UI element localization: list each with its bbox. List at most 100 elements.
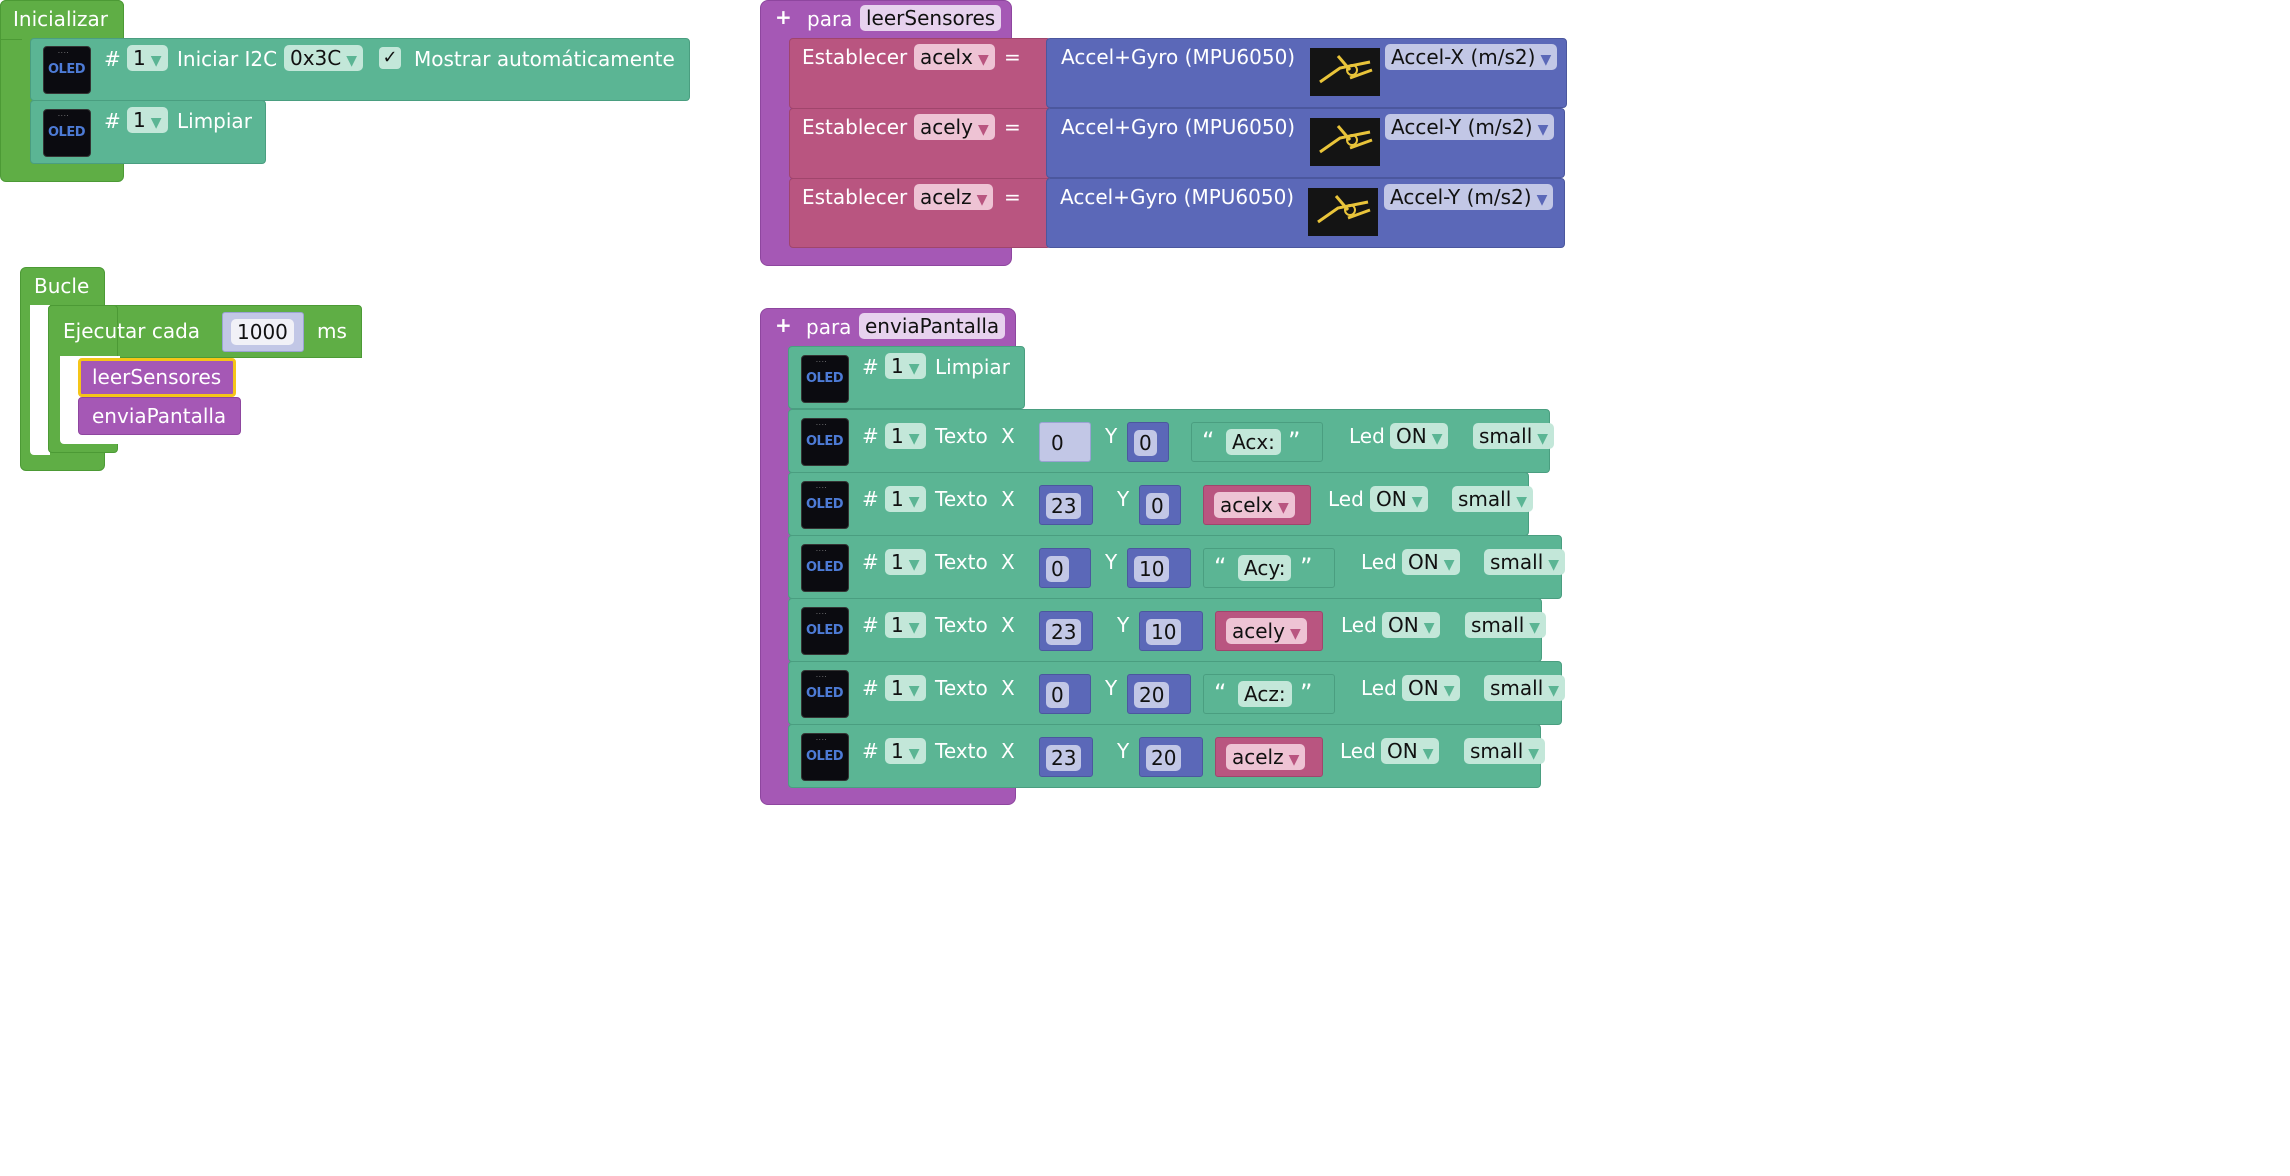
x-slot[interactable]: 0 xyxy=(1039,548,1091,588)
size-dropdown[interactable]: small▼ xyxy=(1464,738,1546,764)
string-value[interactable]: Acy: xyxy=(1238,555,1292,581)
oled-text-block[interactable]: ····OLED # 1▼ Texto X 0 Y 20 “ Acz: ” Le… xyxy=(788,661,1566,725)
string-value[interactable]: Acx: xyxy=(1226,429,1281,455)
texto-label: Texto xyxy=(935,550,988,574)
x-slot[interactable]: 23 xyxy=(1039,485,1093,525)
y-value[interactable]: 10 xyxy=(1134,556,1170,582)
mpu6050-icon xyxy=(1310,48,1380,96)
screen-index-dropdown[interactable]: 1▼ xyxy=(885,353,926,379)
hash-label: # xyxy=(104,109,121,133)
string-block[interactable]: “ Acz: ” xyxy=(1203,674,1335,714)
y-value[interactable]: 10 xyxy=(1146,619,1182,645)
oled-clear-block[interactable]: ····OLED # 1▼ Limpiar xyxy=(788,346,1025,409)
led-dropdown[interactable]: ON▼ xyxy=(1402,549,1461,575)
procedure-plus-icon[interactable]: + xyxy=(775,5,792,29)
x-value[interactable]: 0 xyxy=(1046,556,1069,582)
oled-icon: ····OLED xyxy=(801,418,849,466)
var-dropdown[interactable]: acely▼ xyxy=(914,114,995,140)
variable-block[interactable]: acelx▼ xyxy=(1203,485,1311,525)
size-dropdown[interactable]: small▼ xyxy=(1473,423,1555,449)
variable-block[interactable]: acely▼ xyxy=(1215,611,1323,651)
auto-show-checkbox[interactable]: ✓ xyxy=(379,47,401,69)
screen-index-dropdown[interactable]: 1▼ xyxy=(127,107,168,133)
x-value[interactable]: 23 xyxy=(1046,745,1082,771)
procedure-plus-icon[interactable]: + xyxy=(775,313,792,337)
y-slot[interactable]: 20 xyxy=(1139,737,1203,777)
y-slot[interactable]: 10 xyxy=(1127,548,1191,588)
screen-index-dropdown[interactable]: 1▼ xyxy=(885,549,926,575)
screen-index-dropdown[interactable]: 1▼ xyxy=(885,486,926,512)
oled-text-block[interactable]: ····OLED # 1▼ Texto X 0 Y 0 “ Acx: ” Led… xyxy=(788,409,1555,473)
x-value[interactable]: 0 xyxy=(1046,430,1069,456)
size-dropdown[interactable]: small▼ xyxy=(1465,612,1547,638)
y-slot[interactable]: 0 xyxy=(1139,485,1181,525)
var-dropdown[interactable]: acelz▼ xyxy=(914,184,994,210)
x-slot[interactable]: 0 xyxy=(1039,674,1091,714)
x-slot[interactable]: 0 xyxy=(1039,422,1091,462)
var-dropdown[interactable]: acelz▼ xyxy=(1226,744,1306,770)
close-quote-icon: ” xyxy=(1300,553,1313,581)
hash-label: # xyxy=(104,47,121,71)
y-value[interactable]: 0 xyxy=(1134,430,1157,456)
led-dropdown[interactable]: ON▼ xyxy=(1390,423,1449,449)
size-dropdown[interactable]: small▼ xyxy=(1484,549,1566,575)
y-label: Y xyxy=(1105,550,1118,574)
var-dropdown[interactable]: acelx▼ xyxy=(914,44,995,70)
y-slot[interactable]: 20 xyxy=(1127,674,1191,714)
var-dropdown[interactable]: acelx▼ xyxy=(1214,492,1295,518)
size-dropdown[interactable]: small▼ xyxy=(1452,486,1534,512)
texto-label: Texto xyxy=(935,487,988,511)
screen-index-dropdown[interactable]: 1▼ xyxy=(885,738,926,764)
sensor-label: Accel+Gyro (MPU6050) xyxy=(1061,45,1296,69)
call-enviapantalla-block[interactable] xyxy=(78,397,241,435)
call-leersensores-block[interactable] xyxy=(78,358,236,397)
hash-label: # xyxy=(862,355,879,379)
y-slot[interactable]: 10 xyxy=(1139,611,1203,651)
oled-text-block[interactable]: ····OLED # 1▼ Texto X 23 Y 10 acely▼ Led… xyxy=(788,598,1547,662)
y-value[interactable]: 20 xyxy=(1146,745,1182,771)
equals-label: = xyxy=(1004,45,1021,69)
x-value[interactable]: 23 xyxy=(1046,493,1082,519)
led-dropdown[interactable]: ON▼ xyxy=(1382,612,1441,638)
string-block[interactable]: “ Acx: ” xyxy=(1191,422,1323,462)
oled-clear-block[interactable]: ····OLED # 1▼ Limpiar xyxy=(30,100,266,164)
interval-input[interactable]: 1000 xyxy=(231,319,294,345)
x-slot[interactable]: 23 xyxy=(1039,611,1093,651)
i2c-address-dropdown[interactable]: 0x3C▼ xyxy=(284,45,364,71)
y-value[interactable]: 0 xyxy=(1146,493,1169,519)
y-label: Y xyxy=(1117,613,1130,637)
axis-dropdown[interactable]: Accel-X (m/s2)▼ xyxy=(1385,44,1558,70)
screen-index-dropdown[interactable]: 1▼ xyxy=(885,423,926,449)
variable-block[interactable]: acelz▼ xyxy=(1215,737,1323,777)
hash-label: # xyxy=(862,739,879,763)
axis-dropdown[interactable]: Accel-Y (m/s2)▼ xyxy=(1384,184,1554,210)
procedure-name-field[interactable]: enviaPantalla xyxy=(859,313,1006,339)
string-block[interactable]: “ Acy: ” xyxy=(1203,548,1335,588)
led-dropdown[interactable]: ON▼ xyxy=(1370,486,1429,512)
oled-text-block[interactable]: ····OLED # 1▼ Texto X 23 Y 0 acelx▼ Led … xyxy=(788,472,1534,536)
oled-text-block[interactable]: ····OLED # 1▼ Texto X 23 Y 20 acelz▼ Led… xyxy=(788,724,1546,788)
sensor-label: Accel+Gyro (MPU6050) xyxy=(1061,115,1296,139)
y-label: Y xyxy=(1117,739,1130,763)
procedure-name-field[interactable]: leerSensores xyxy=(860,5,1002,31)
screen-index-dropdown[interactable]: 1▼ xyxy=(885,612,926,638)
y-slot[interactable]: 0 xyxy=(1127,422,1169,462)
init-title: Inicializar xyxy=(13,7,109,31)
led-dropdown[interactable]: ON▼ xyxy=(1381,738,1440,764)
close-quote-icon: ” xyxy=(1288,427,1301,455)
set-label: Establecer xyxy=(802,45,908,69)
axis-dropdown[interactable]: Accel-Y (m/s2)▼ xyxy=(1385,114,1555,140)
screen-index-dropdown[interactable]: 1▼ xyxy=(885,675,926,701)
x-value[interactable]: 23 xyxy=(1046,619,1082,645)
string-value[interactable]: Acz: xyxy=(1238,681,1292,707)
x-slot[interactable]: 23 xyxy=(1039,737,1093,777)
oled-i2c-block[interactable]: ····OLED # 1▼ Iniciar I2C 0x3C▼ ✓ Mostra… xyxy=(30,38,690,101)
open-quote-icon: “ xyxy=(1214,679,1227,707)
screen-index-dropdown[interactable]: 1▼ xyxy=(127,45,168,71)
var-dropdown[interactable]: acely▼ xyxy=(1226,618,1307,644)
size-dropdown[interactable]: small▼ xyxy=(1484,675,1566,701)
x-value[interactable]: 0 xyxy=(1046,682,1069,708)
oled-text-block[interactable]: ····OLED # 1▼ Texto X 0 Y 10 “ Acy: ” Le… xyxy=(788,535,1566,599)
y-value[interactable]: 20 xyxy=(1134,682,1170,708)
led-dropdown[interactable]: ON▼ xyxy=(1402,675,1461,701)
